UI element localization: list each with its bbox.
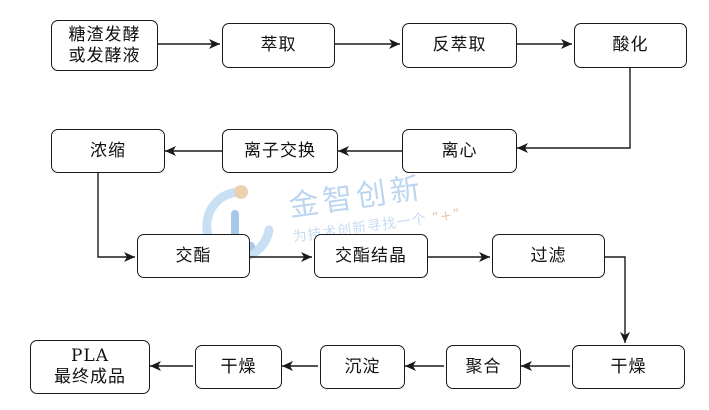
node-polymerization: 聚合 xyxy=(446,345,521,389)
node-lactide: 交酯 xyxy=(137,234,250,278)
node-drying-2: 干燥 xyxy=(195,345,282,389)
node-precipitation: 沉淀 xyxy=(320,345,405,389)
node-concentration: 浓缩 xyxy=(51,129,165,173)
node-back-extraction: 反萃取 xyxy=(402,23,517,68)
edge-n7-n8 xyxy=(97,173,135,262)
node-centrifugation: 离心 xyxy=(402,129,517,173)
edge-n10-n11 xyxy=(605,256,630,343)
edge-n4-n5 xyxy=(517,68,631,153)
node-pla-product-line1: PLA xyxy=(70,346,109,366)
node-lactide-crystallization: 交酯结晶 xyxy=(314,234,428,278)
node-fermentation: 糖渣发酵 或发酵液 xyxy=(51,20,158,71)
node-extraction: 萃取 xyxy=(222,23,335,68)
node-filtration: 过滤 xyxy=(492,234,605,278)
node-ion-exchange: 离子交换 xyxy=(222,129,338,173)
node-fermentation-line2: 或发酵液 xyxy=(68,45,141,66)
node-pla-product: PLA 最终成品 xyxy=(30,340,150,394)
node-drying-1: 干燥 xyxy=(572,345,685,389)
node-pla-product-line2: 最终成品 xyxy=(54,367,126,387)
node-acidification: 酸化 xyxy=(574,23,687,68)
node-fermentation-line1: 糖渣发酵 xyxy=(68,24,141,45)
